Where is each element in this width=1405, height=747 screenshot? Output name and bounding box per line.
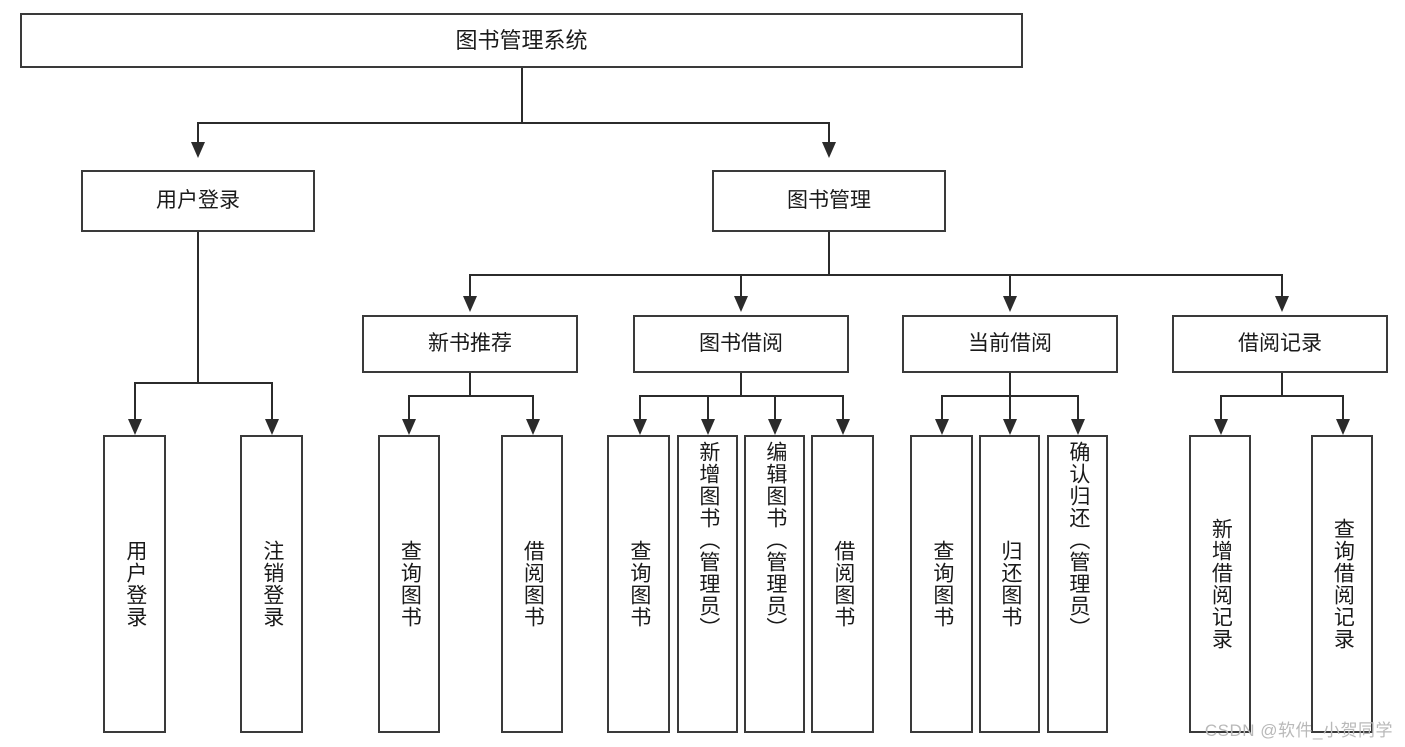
connector-level3-drop-1: [469, 274, 471, 296]
connector-book-manage-stem: [828, 232, 830, 274]
arrow-to-leaf-logout: [265, 419, 279, 435]
arrow-to-user-login: [191, 142, 205, 158]
connector-new-book-stem: [469, 373, 471, 395]
connector-current-borrow-stem: [1009, 373, 1011, 395]
connector-level2-bus: [197, 122, 828, 124]
connector-current-borrow-drop-3: [1077, 395, 1079, 419]
leaf-borrow-book[interactable]: 借阅图书: [811, 435, 874, 733]
arrow-to-leaf-borrow-book-a: [526, 419, 540, 435]
connector-current-borrow-drop-1: [941, 395, 943, 419]
connector-book-borrow-stem: [740, 373, 742, 395]
leaf-logout[interactable]: 注销登录: [240, 435, 303, 733]
connector-level2-drop-book: [828, 122, 830, 142]
arrow-to-leaf-edit-book: [768, 419, 782, 435]
node-new-book-recommend[interactable]: 新书推荐: [362, 315, 578, 373]
arrow-to-leaf-query-book-b: [633, 419, 647, 435]
connector-level3-drop-4: [1281, 274, 1283, 296]
arrow-to-current-borrow: [1003, 296, 1017, 312]
leaf-query-book-recommend[interactable]: 查询图书: [378, 435, 440, 733]
connector-user-login-drop-2: [271, 382, 273, 419]
connector-current-borrow-drop-2: [1009, 395, 1011, 419]
leaf-user-login[interactable]: 用户登录: [103, 435, 166, 733]
connector-borrow-record-stem: [1281, 373, 1283, 395]
connector-level3-drop-3: [1009, 274, 1011, 296]
leaf-borrow-book-recommend[interactable]: 借阅图书: [501, 435, 563, 733]
node-borrow-record[interactable]: 借阅记录: [1172, 315, 1388, 373]
connector-borrow-record-bus: [1220, 395, 1342, 397]
watermark-text: CSDN @软件_小贺同学: [1204, 721, 1393, 740]
leaf-query-book-borrow[interactable]: 查询图书: [607, 435, 670, 733]
connector-book-borrow-drop-4: [842, 395, 844, 419]
arrow-to-leaf-confirm-return: [1071, 419, 1085, 435]
leaf-add-book-admin[interactable]: 新增图书（管理员）: [677, 435, 738, 733]
node-user-login[interactable]: 用户登录: [81, 170, 315, 232]
connector-user-login-stem: [197, 232, 199, 382]
connector-borrow-record-drop-2: [1342, 395, 1344, 419]
leaf-return-book[interactable]: 归还图书: [979, 435, 1040, 733]
arrow-to-book-manage: [822, 142, 836, 158]
leaf-edit-book-admin[interactable]: 编辑图书（管理员）: [744, 435, 805, 733]
arrow-to-leaf-add-book: [701, 419, 715, 435]
leaf-query-borrow-record[interactable]: 查询借阅记录: [1311, 435, 1373, 733]
connector-book-borrow-drop-1: [639, 395, 641, 419]
connector-user-login-drop-1: [134, 382, 136, 419]
connector-level3-drop-2: [740, 274, 742, 296]
connector-level3-bus: [469, 274, 1281, 276]
arrow-to-leaf-user-login: [128, 419, 142, 435]
connector-new-book-bus: [408, 395, 532, 397]
arrow-to-book-borrow: [734, 296, 748, 312]
connector-new-book-drop-1: [408, 395, 410, 419]
connector-borrow-record-drop-1: [1220, 395, 1222, 419]
connector-book-borrow-drop-3: [774, 395, 776, 419]
arrow-to-leaf-add-record: [1214, 419, 1228, 435]
leaf-confirm-return-admin[interactable]: 确认归还（管理员）: [1047, 435, 1108, 733]
arrow-to-leaf-query-record: [1336, 419, 1350, 435]
connector-user-login-bus: [134, 382, 271, 384]
node-root-system[interactable]: 图书管理系统: [20, 13, 1023, 68]
connector-new-book-drop-2: [532, 395, 534, 419]
leaf-add-borrow-record[interactable]: 新增借阅记录: [1189, 435, 1251, 733]
connector-level2-drop-user: [197, 122, 199, 142]
node-book-borrow[interactable]: 图书借阅: [633, 315, 849, 373]
node-book-manage[interactable]: 图书管理: [712, 170, 946, 232]
arrow-to-leaf-query-book-c: [935, 419, 949, 435]
connector-book-borrow-drop-2: [707, 395, 709, 419]
arrow-to-leaf-borrow-book-b: [836, 419, 850, 435]
connector-root-stem: [521, 68, 523, 122]
arrow-to-leaf-query-book-a: [402, 419, 416, 435]
node-current-borrow[interactable]: 当前借阅: [902, 315, 1118, 373]
arrow-to-leaf-return-book: [1003, 419, 1017, 435]
arrow-to-borrow-record: [1275, 296, 1289, 312]
connector-book-borrow-bus: [639, 395, 843, 397]
leaf-query-book-current[interactable]: 查询图书: [910, 435, 973, 733]
arrow-to-new-book-recommend: [463, 296, 477, 312]
